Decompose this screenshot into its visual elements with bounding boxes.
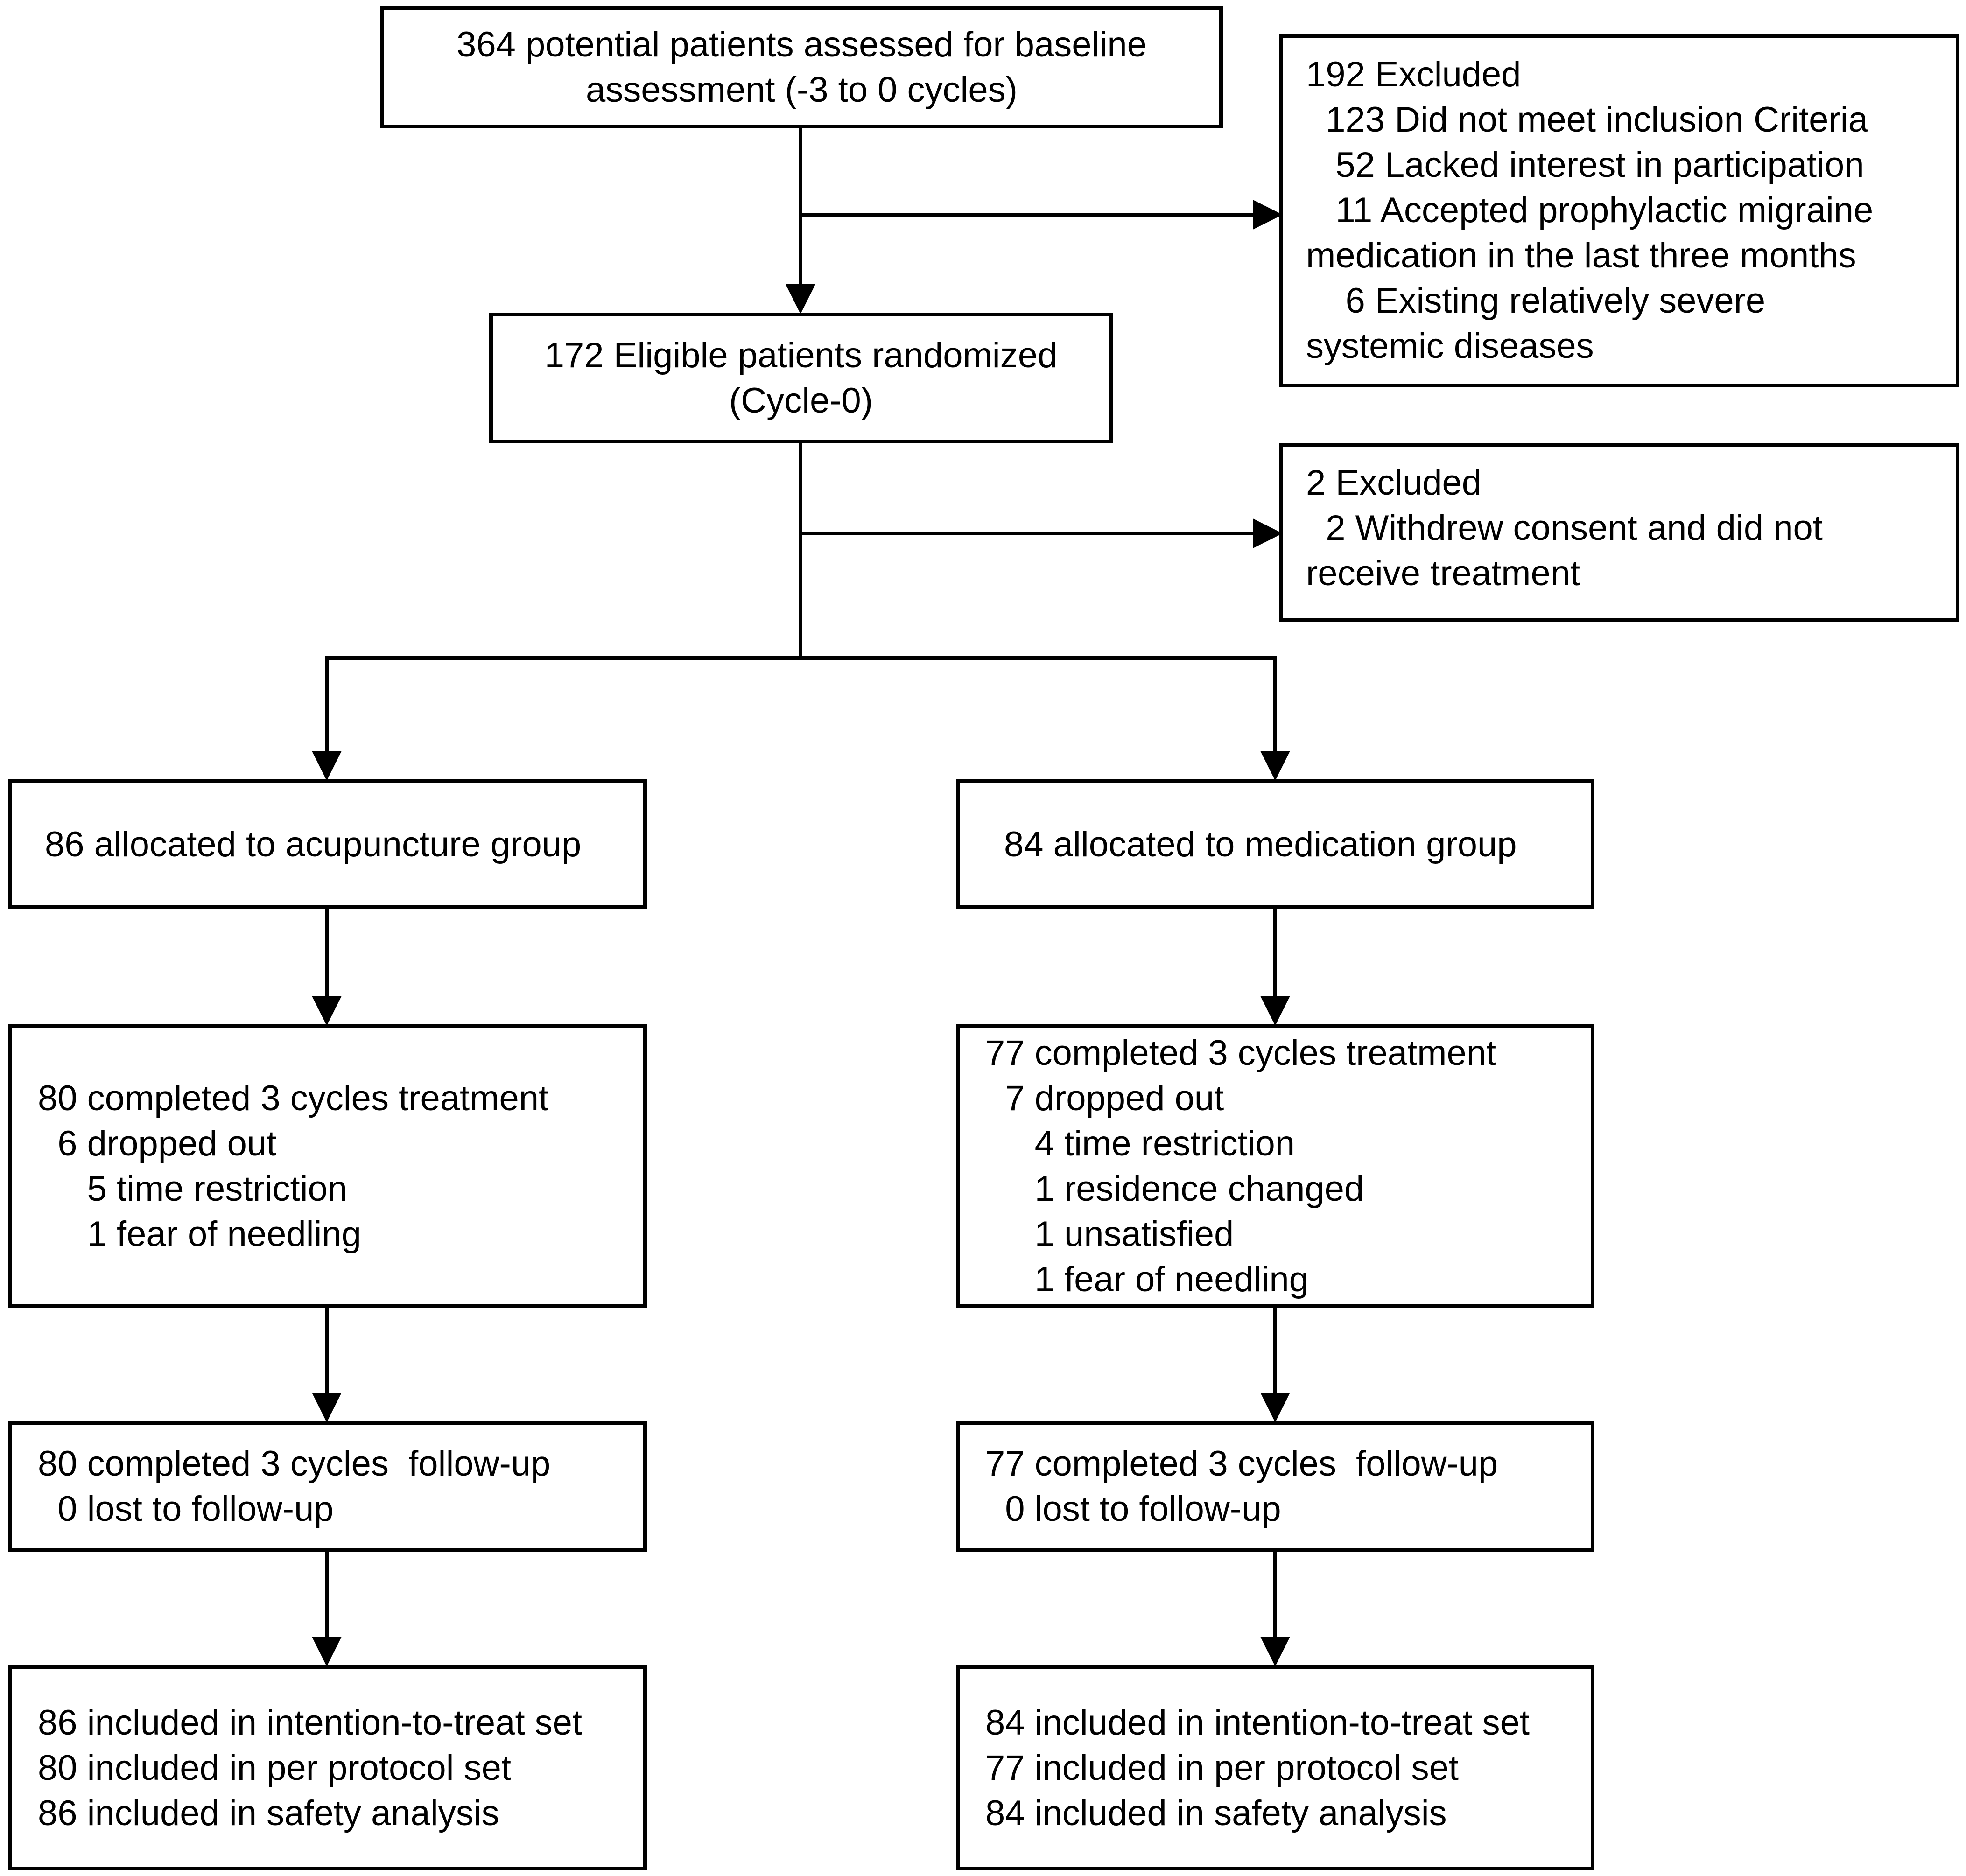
acupuncture-treatment-box: 80 completed 3 cycles treatment 6 droppe… xyxy=(8,1024,647,1308)
acupuncture-allocation-text: 86 allocated to acupuncture group xyxy=(45,824,582,864)
excluded-randomized-line-3: receive treatment xyxy=(1306,553,1580,593)
medication-allocation-text: 84 allocated to medication group xyxy=(1004,824,1517,864)
medication-analysis-line-2: 77 included in per protocol set xyxy=(985,1748,1459,1788)
acupuncture-treatment-line-1: 80 completed 3 cycles treatment xyxy=(38,1078,549,1118)
acupuncture-treatment-line-2: 6 dropped out xyxy=(38,1123,277,1163)
acupuncture-followup-box: 80 completed 3 cycles follow-up 0 lost t… xyxy=(8,1421,647,1552)
acupuncture-followup-line-2: 0 lost to follow-up xyxy=(38,1489,334,1529)
excluded-screening-line-6: 6 Existing relatively severe xyxy=(1306,281,1766,321)
excluded-randomized-line-2: 2 Withdrew consent and did not xyxy=(1306,508,1823,548)
randomized-line-1: 172 Eligible patients randomized xyxy=(544,336,1058,375)
excluded-randomized-box: 2 Excluded 2 Withdrew consent and did no… xyxy=(1279,443,1959,622)
acupuncture-followup-line-1: 80 completed 3 cycles follow-up xyxy=(38,1444,551,1484)
excluded-screening-box: 192 Excluded 123 Did not meet inclusion … xyxy=(1279,34,1959,387)
randomized-box: 172 Eligible patients randomized (Cycle-… xyxy=(489,313,1113,443)
medication-analysis-box: 84 included in intention-to-treat set 77… xyxy=(956,1665,1594,1870)
medication-followup-line-1: 77 completed 3 cycles follow-up xyxy=(985,1444,1498,1484)
acupuncture-treatment-line-4: 1 fear of needling xyxy=(38,1214,361,1254)
acupuncture-allocation-box: 86 allocated to acupuncture group xyxy=(8,779,647,909)
medication-allocation-box: 84 allocated to medication group xyxy=(956,779,1594,909)
acupuncture-analysis-box: 86 included in intention-to-treat set 80… xyxy=(8,1665,647,1870)
screening-line-1: 364 potential patients assessed for base… xyxy=(456,25,1147,64)
excluded-randomized-line-1: 2 Excluded xyxy=(1306,463,1482,503)
acupuncture-analysis-line-3: 86 included in safety analysis xyxy=(38,1793,499,1833)
screening-line-2: assessment (-3 to 0 cycles) xyxy=(586,70,1018,110)
medication-treatment-line-5: 1 unsatisfied xyxy=(985,1214,1234,1254)
medication-analysis-line-1: 84 included in intention-to-treat set xyxy=(985,1702,1530,1743)
excluded-screening-line-2: 123 Did not meet inclusion Criteria xyxy=(1306,100,1868,140)
medication-followup-line-2: 0 lost to follow-up xyxy=(985,1489,1281,1529)
medication-treatment-line-4: 1 residence changed xyxy=(985,1169,1364,1209)
medication-treatment-line-1: 77 completed 3 cycles treatment xyxy=(985,1033,1496,1073)
medication-treatment-line-2: 7 dropped out xyxy=(985,1078,1224,1118)
excluded-screening-line-7: systemic diseases xyxy=(1306,326,1594,366)
acupuncture-treatment-line-3: 5 time restriction xyxy=(38,1169,348,1209)
excluded-screening-line-4: 11 Accepted prophylactic migraine xyxy=(1306,190,1874,230)
acupuncture-analysis-line-1: 86 included in intention-to-treat set xyxy=(38,1702,583,1743)
medication-analysis-line-3: 84 included in safety analysis xyxy=(985,1793,1447,1833)
screening-box: 364 potential patients assessed for base… xyxy=(380,6,1223,128)
medication-treatment-line-6: 1 fear of needling xyxy=(985,1259,1309,1299)
excluded-screening-line-1: 192 Excluded xyxy=(1306,55,1521,94)
medication-treatment-line-3: 4 time restriction xyxy=(985,1123,1295,1163)
acupuncture-analysis-line-2: 80 included in per protocol set xyxy=(38,1748,511,1788)
medication-treatment-box: 77 completed 3 cycles treatment 7 droppe… xyxy=(956,1024,1594,1308)
excluded-screening-line-3: 52 Lacked interest in participation xyxy=(1306,145,1864,185)
medication-followup-box: 77 completed 3 cycles follow-up 0 lost t… xyxy=(956,1421,1594,1552)
randomized-line-2: (Cycle-0) xyxy=(729,381,873,420)
excluded-screening-line-5: medication in the last three months xyxy=(1306,236,1856,275)
